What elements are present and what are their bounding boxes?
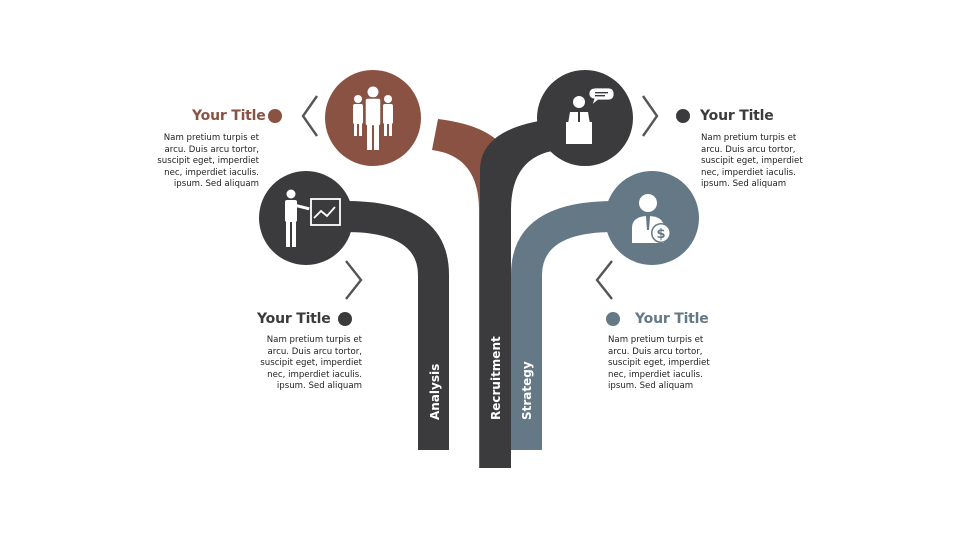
svg-text:$: $ (656, 227, 665, 242)
block-body: Nam pretium turpis et arcu. Duis arcu to… (260, 335, 362, 392)
strategy-stem (511, 201, 614, 450)
branch-label-communication: Communication (458, 315, 472, 420)
analysis-stem (346, 201, 449, 450)
block-title: Your Title (635, 311, 709, 327)
branch-label-recruitment: Recruitment (489, 336, 503, 420)
bullet-dot (268, 109, 282, 123)
chevron-left-icon (595, 260, 613, 300)
businessman-dollar-icon: $ (632, 194, 671, 243)
bullet-dot (338, 312, 352, 326)
block-body: Nam pretium turpis et arcu. Duis arcu to… (701, 133, 803, 190)
speaker-podium-icon (566, 87, 615, 144)
block-body: Nam pretium turpis et arcu. Duis arcu to… (608, 335, 710, 392)
bullet-dot (676, 109, 690, 123)
branch-label-analysis: Analysis (428, 364, 442, 420)
team-group-icon (353, 86, 393, 150)
recruitment-stem (480, 119, 558, 468)
block-title: Your Title (700, 108, 774, 124)
presenter-chart-icon (285, 189, 341, 247)
chevron-left-icon (301, 95, 318, 137)
block-title: Your Title (192, 108, 266, 124)
chevron-right-icon (345, 260, 363, 300)
block-title: Your Title (257, 311, 331, 327)
chevron-right-icon (642, 95, 659, 137)
bullet-dot (606, 312, 620, 326)
analysis-circle (259, 171, 353, 265)
branch-label-strategy: Strategy (520, 361, 534, 420)
block-body: Nam pretium turpis et arcu. Duis arcu to… (157, 133, 259, 190)
